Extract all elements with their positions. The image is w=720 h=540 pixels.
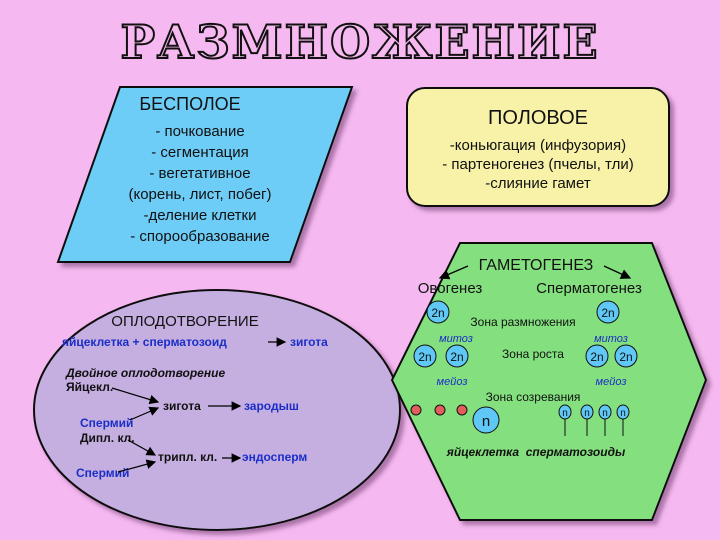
cell-2n [585,344,609,368]
zygote2-label: зигота [163,399,201,413]
asexual-item: - почкование [155,123,244,140]
sexual-item: -слияние гамет [485,175,591,192]
arrow [603,265,632,279]
asexual-box [56,86,354,263]
asexual-item: - сегментация [151,144,249,161]
polar-body [434,404,446,416]
asexual-items: - почкование - сегментация - вегетативно… [128,123,271,245]
sexual-item: - партеногенез (пчелы, тли) [442,156,633,173]
cell-2n [596,300,620,324]
sperm-n-label: n [584,408,590,419]
gametes-result-label: яйцеклетка сперматозоиды [446,445,626,459]
zygote-label: зигота [290,335,328,349]
asexual-heading: БЕСПОЛОЕ [139,94,240,114]
egg-plus-sperm: яйцеклетка + сперматозоид [62,335,227,349]
sperm-n-label: n [620,408,626,419]
cell-2n-label: 2n [450,350,463,364]
mitosis-left-label: митоз [439,333,473,345]
endosperm-label: эндосперм [242,450,307,464]
cell-2n-label: 2n [590,350,603,364]
cell-2n-label: 2n [601,306,614,320]
egg-cell-label: Яйцекл. [66,380,113,394]
arrow [129,406,160,421]
tripl-label: трипл. кл. [158,450,217,464]
sperm-cells: n n n n [558,404,630,436]
cell-2n-label: 2n [418,350,431,364]
gametogenesis-heading: ГАМЕТОГЕНЕЗ [479,257,594,274]
fertilization-heading: ОПЛОДОТВОРЕНИЕ [111,313,258,330]
asexual-item: -деление клетки [144,207,257,224]
ovogenesis-label: Овогенез [418,280,483,297]
arrow [117,459,157,473]
zone-growth-label: Зона роста [502,347,564,361]
meiosis-left-label: мейоз [437,376,468,388]
sperm2-label: Спермий [76,466,129,480]
sexual-heading: ПОЛОВОЕ [488,107,588,129]
gametogenesis-hexagon [390,242,708,521]
arrow [127,439,157,456]
asexual-item: (корень, лист, побег) [128,186,271,203]
arrow [438,265,469,280]
asexual-item: - спорообразование [130,228,269,245]
sexual-item: -коньюгация (инфузория) [450,137,626,154]
polar-body [410,404,422,416]
double-fertilization-heading: Двойное оплодотворение [65,366,225,380]
dipl-label: Дипл. кл. [80,431,135,445]
sperm-n-label: n [602,408,608,419]
zone-maturation-label: Зона созревания [486,390,581,404]
polar-body [456,404,468,416]
mitosis-right-label: митоз [594,333,628,345]
cell-2n [426,300,450,324]
page-title: РАЗМНОЖЕНИЕ [120,15,599,69]
cell-2n-label: 2n [431,306,444,320]
sperm1-label: Спермий [80,416,133,430]
asexual-item: - вегетативное [149,165,250,182]
sexual-box [406,87,670,207]
spermatogenesis-label: Сперматогенез [536,280,642,297]
cell-2n [413,344,437,368]
arrow [111,387,160,405]
egg-cell [472,406,500,434]
zone-reproduction-label: Зона размножения [470,315,575,329]
sperm-n-label: n [562,408,568,419]
cell-2n [614,344,638,368]
egg-n-label: n [482,413,490,430]
embryo-label: зародыш [244,399,299,413]
meiosis-right-label: мейоз [596,376,627,388]
cell-2n-label: 2n [619,350,632,364]
cell-2n [445,344,469,368]
